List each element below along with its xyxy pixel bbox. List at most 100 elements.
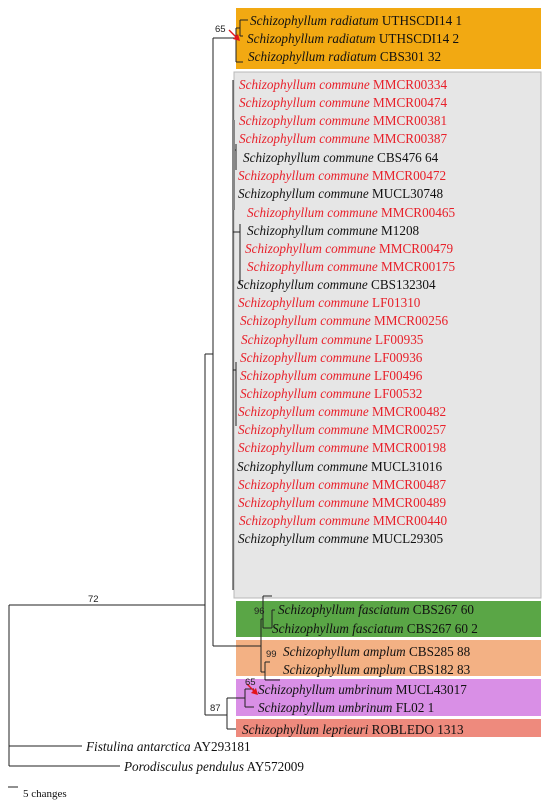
taxon-label: Schizophyllum commune MMCR00381 xyxy=(239,113,447,128)
taxon-strain: MUCL29305 xyxy=(369,531,444,546)
scale-bar: 5 changes xyxy=(8,786,67,800)
taxon-species: Schizophyllum commune xyxy=(240,386,371,401)
taxon-species: Schizophyllum commune xyxy=(238,495,369,510)
taxon-label: Schizophyllum commune MMCR00256 xyxy=(240,313,448,328)
taxon-species: Schizophyllum commune xyxy=(237,459,368,474)
taxon-strain: FL02 1 xyxy=(392,700,434,715)
scale-bar-label: 5 changes xyxy=(23,788,67,800)
taxon-label: Schizophyllum umbrinum MUCL43017 xyxy=(258,682,467,697)
taxon-label: Porodisculus pendulus AY572009 xyxy=(123,759,304,774)
clade-box-commune xyxy=(233,71,542,599)
taxon-strain: LF00496 xyxy=(371,368,423,383)
taxon-label: Schizophyllum commune CBS476 64 xyxy=(243,150,439,165)
taxon-label: Schizophyllum commune MMCR00487 xyxy=(238,477,446,492)
taxon-species: Porodisculus pendulus xyxy=(123,759,244,774)
taxon-species: Schizophyllum commune xyxy=(238,440,369,455)
clade-box-leprieuri xyxy=(236,719,541,737)
taxon-label: Schizophyllum commune CBS132304 xyxy=(237,277,436,292)
taxon-species: Schizophyllum umbrinum xyxy=(258,700,392,715)
taxon-species: Schizophyllum commune xyxy=(239,513,370,528)
taxon-label: Schizophyllum fasciatum CBS267 60 xyxy=(278,602,474,617)
taxon-label: Schizophyllum commune LF00936 xyxy=(240,350,423,365)
taxon-strain: CBS182 83 xyxy=(406,662,471,677)
tree-branches xyxy=(8,19,280,767)
taxon-species: Schizophyllum fasciatum xyxy=(278,602,410,617)
taxon-species: Fistulina antarctica xyxy=(85,739,191,754)
taxon-species: Schizophyllum leprieuri xyxy=(242,722,369,737)
taxon-strain: MUCL31016 xyxy=(368,459,443,474)
taxon-species: Schizophyllum umbrinum xyxy=(258,682,392,697)
taxon-strain: UTHSCDI14 1 xyxy=(379,13,463,28)
clade-box-radiatum xyxy=(236,8,541,69)
taxon-strain: MUCL30748 xyxy=(369,186,444,201)
taxon-strain: MMCR00479 xyxy=(376,241,454,256)
taxon-species: Schizophyllum commune xyxy=(238,531,369,546)
taxon-strain: MMCR00474 xyxy=(370,95,448,110)
taxon-species: Schizophyllum commune xyxy=(239,95,370,110)
taxon-species: Schizophyllum commune xyxy=(238,422,369,437)
taxon-label: Schizophyllum commune MMCR00489 xyxy=(238,495,446,510)
taxon-species: Schizophyllum commune xyxy=(238,186,369,201)
taxon-species: Schizophyllum radiatum xyxy=(248,49,377,64)
taxon-strain: CBS267 60 2 xyxy=(404,621,478,636)
taxon-strain: UTHSCDI14 2 xyxy=(376,31,460,46)
taxon-label: Schizophyllum umbrinum FL02 1 xyxy=(258,700,434,715)
bootstrap-radiatum: 65 xyxy=(215,24,226,35)
taxon-label: Schizophyllum commune MMCR00257 xyxy=(238,422,446,437)
taxon-species: Schizophyllum commune xyxy=(238,477,369,492)
clade-box-fasciatum xyxy=(236,601,541,637)
taxon-label: Schizophyllum amplum CBS182 83 xyxy=(283,662,471,677)
taxon-label: Schizophyllum commune MUCL31016 xyxy=(237,459,443,474)
taxon-label: Schizophyllum commune LF00532 xyxy=(240,386,422,401)
taxon-label: Schizophyllum amplum CBS285 88 xyxy=(283,644,471,659)
clade-box-umbrinum xyxy=(236,679,541,716)
taxon-strain: LF00936 xyxy=(371,350,423,365)
taxon-species: Schizophyllum commune xyxy=(237,277,368,292)
taxon-species: Schizophyllum commune xyxy=(240,313,371,328)
taxon-strain: MMCR00472 xyxy=(369,168,446,183)
taxon-label: Schizophyllum commune MUCL29305 xyxy=(238,531,444,546)
taxon-strain: ROBLEDO 1313 xyxy=(368,722,464,737)
bootstrap-amplum: 99 xyxy=(266,649,277,660)
taxon-label: Schizophyllum leprieuri ROBLEDO 1313 xyxy=(242,722,464,737)
taxon-label: Schizophyllum commune MMCR00472 xyxy=(238,168,446,183)
taxon-strain: MMCR00175 xyxy=(378,259,456,274)
taxon-label: Schizophyllum commune MMCR00479 xyxy=(245,241,453,256)
bootstrap-umbrinum: 65 xyxy=(245,677,256,688)
taxon-species: Schizophyllum fasciatum xyxy=(272,621,404,636)
taxon-species: Schizophyllum commune xyxy=(239,113,370,128)
commune-comb-shade xyxy=(232,120,235,210)
taxon-species: Schizophyllum radiatum xyxy=(247,31,376,46)
taxon-species: Schizophyllum commune xyxy=(239,131,370,146)
taxon-label: Schizophyllum commune MMCR00334 xyxy=(239,77,447,92)
taxon-label: Schizophyllum commune MMCR00175 xyxy=(247,259,455,274)
taxon-label: Fistulina antarctica AY293181 xyxy=(85,739,251,754)
taxon-species: Schizophyllum commune xyxy=(243,150,374,165)
taxon-strain: MMCR00387 xyxy=(370,131,448,146)
arrow-head-umbrinum xyxy=(251,688,258,695)
taxon-label: Schizophyllum commune M1208 xyxy=(247,223,420,238)
taxon-strain: CBS476 64 xyxy=(374,150,439,165)
taxon-species: Schizophyllum commune xyxy=(238,295,369,310)
taxon-strain: AY293181 xyxy=(191,739,251,754)
taxon-strain: MMCR00440 xyxy=(370,513,448,528)
taxon-species: Schizophyllum amplum xyxy=(283,662,406,677)
taxon-species: Schizophyllum commune xyxy=(241,332,372,347)
clade-boxes xyxy=(233,8,542,737)
taxon-strain: MMCR00482 xyxy=(369,404,446,419)
taxon-label: Schizophyllum radiatum CBS301 32 xyxy=(248,49,441,64)
taxon-label: Schizophyllum radiatum UTHSCDI14 2 xyxy=(247,31,459,46)
taxon-label: Schizophyllum commune MMCR00482 xyxy=(238,404,446,419)
taxon-strain: MMCR00487 xyxy=(369,477,447,492)
taxon-species: Schizophyllum commune xyxy=(238,168,369,183)
clade-box-amplum xyxy=(236,640,541,676)
taxon-labels: Schizophyllum radiatum UTHSCDI14 1Schizo… xyxy=(85,13,478,774)
bootstrap-fasciatum: 96 xyxy=(254,606,265,617)
taxon-label: Schizophyllum commune MMCR00465 xyxy=(247,205,455,220)
taxon-strain: AY572009 xyxy=(244,759,304,774)
taxon-label: Schizophyllum commune LF00496 xyxy=(240,368,423,383)
taxon-species: Schizophyllum commune xyxy=(247,223,378,238)
taxon-strain: CBS267 60 xyxy=(410,602,475,617)
taxon-label: Schizophyllum commune MMCR00198 xyxy=(238,440,446,455)
